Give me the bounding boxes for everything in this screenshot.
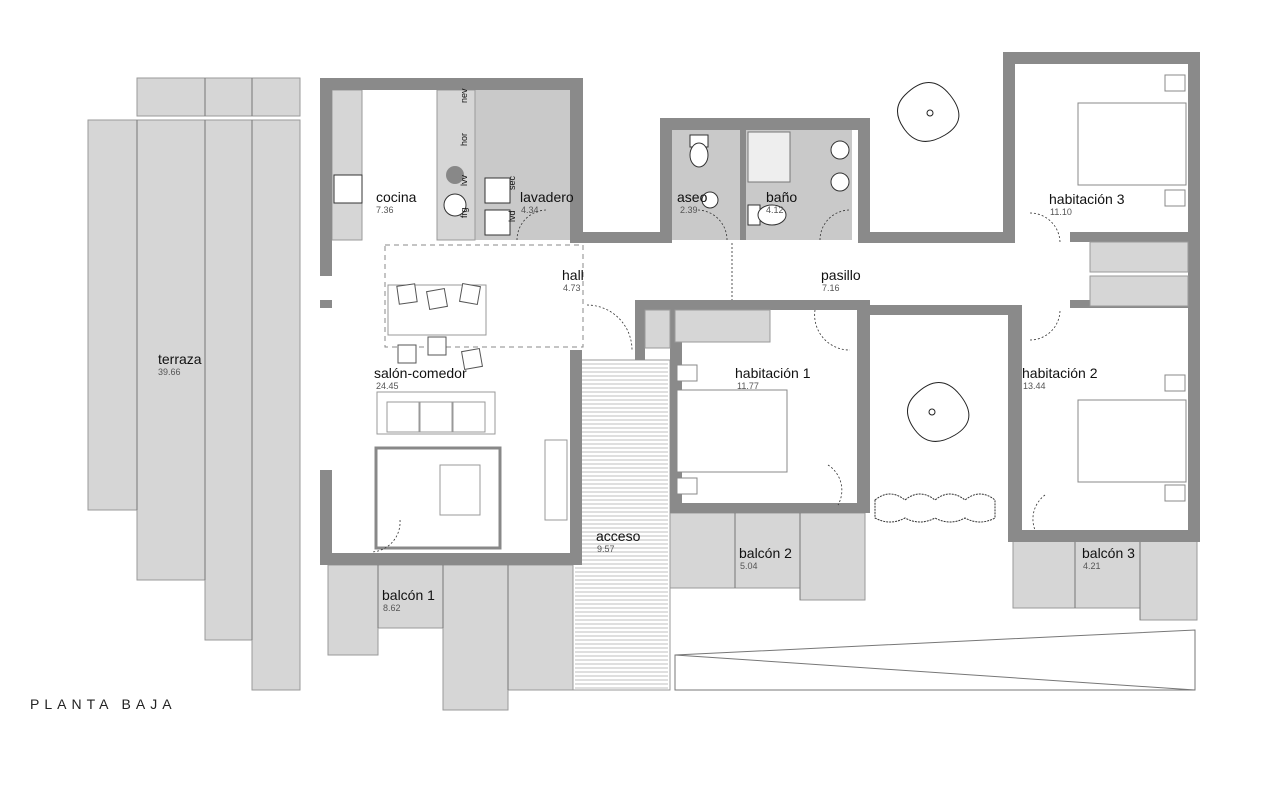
sink-icon	[446, 166, 464, 184]
area-hall: 4.73	[563, 283, 581, 293]
wardrobe	[674, 309, 771, 343]
room-labels: terraza 39.66 cocina 7.36 lavadero 4.34 …	[158, 189, 1135, 613]
label-pasillo: pasillo	[821, 267, 861, 283]
wardrobe	[1089, 241, 1189, 273]
label-habitacion-3: habitación 3	[1049, 191, 1125, 207]
bed-icon	[676, 74, 1187, 502]
sofa	[376, 391, 496, 435]
toilet-icon	[747, 204, 787, 226]
sink-icon	[443, 193, 467, 217]
appliance-label-hor: hor	[459, 133, 469, 146]
washbasin-icon	[701, 191, 719, 209]
tv-unit	[544, 439, 568, 521]
washbasin-icon	[830, 172, 850, 192]
dining-table	[387, 284, 487, 336]
tree-icon	[897, 82, 970, 442]
area-balcon-1: 8.62	[383, 603, 401, 613]
hedge-icon	[874, 493, 996, 523]
dining-area-outline	[384, 244, 584, 348]
area-lavadero: 4.34	[521, 205, 539, 215]
bottom-strip	[674, 629, 1196, 691]
terraza-area	[87, 77, 301, 691]
appliance-label-lvv: lvv	[459, 175, 469, 186]
appliance-label-frg: frg	[459, 207, 469, 218]
label-aseo: aseo	[677, 189, 708, 205]
balcon-1-area	[327, 564, 576, 711]
area-salon-comedor: 24.45	[376, 381, 399, 391]
cooktop-icon	[333, 174, 363, 204]
label-balcon-1: balcón 1	[382, 587, 435, 603]
appliance-label-nev: nev	[459, 88, 469, 103]
washer-icon	[484, 209, 511, 236]
washbasin-icon	[830, 140, 850, 160]
label-balcon-3: balcón 3	[1082, 545, 1135, 561]
plan-title: PLANTA BAJA	[30, 696, 177, 712]
label-terraza: terraza	[158, 351, 202, 367]
wardrobe	[1089, 275, 1189, 307]
area-cocina: 7.36	[376, 205, 394, 215]
coffee-table	[439, 464, 481, 516]
label-habitacion-1: habitación 1	[735, 365, 811, 381]
door-swings	[371, 209, 1061, 553]
walls	[320, 52, 1200, 565]
area-balcon-2: 5.04	[740, 561, 758, 571]
rug	[374, 446, 502, 550]
area-balcon-3: 4.21	[1083, 561, 1101, 571]
label-bano: baño	[766, 189, 797, 205]
shower-icon	[747, 131, 791, 183]
area-acceso: 9.57	[597, 544, 615, 554]
appliance-label-sec: sec	[507, 175, 517, 190]
label-habitacion-2: habitación 2	[1022, 365, 1098, 381]
label-balcon-2: balcón 2	[739, 545, 792, 561]
appliance-label-lvd: lvd	[507, 210, 517, 222]
wardrobe	[644, 309, 671, 349]
area-pasillo: 7.16	[822, 283, 840, 293]
area-habitacion-3: 11.10	[1050, 207, 1072, 217]
dining-chairs	[396, 282, 484, 371]
area-habitacion-2: 13.44	[1023, 381, 1046, 391]
kitchen-counter-right	[436, 89, 476, 241]
acceso-stairs	[572, 359, 671, 691]
area-terraza: 39.66	[158, 367, 181, 377]
label-lavadero: lavadero	[520, 189, 574, 205]
label-hall: hall	[562, 267, 584, 283]
toilet-icon	[689, 134, 709, 168]
area-aseo: 2.39	[680, 205, 698, 215]
area-habitacion-1: 11.77	[737, 381, 759, 391]
kitchen-counter-left	[331, 89, 363, 241]
label-cocina: cocina	[376, 189, 417, 205]
label-salon-comedor: salón-comedor	[374, 365, 467, 381]
acceso-outline	[572, 359, 671, 691]
dryer-icon	[484, 177, 511, 204]
area-bano: 4.12	[766, 205, 784, 215]
label-acceso: acceso	[596, 528, 641, 544]
